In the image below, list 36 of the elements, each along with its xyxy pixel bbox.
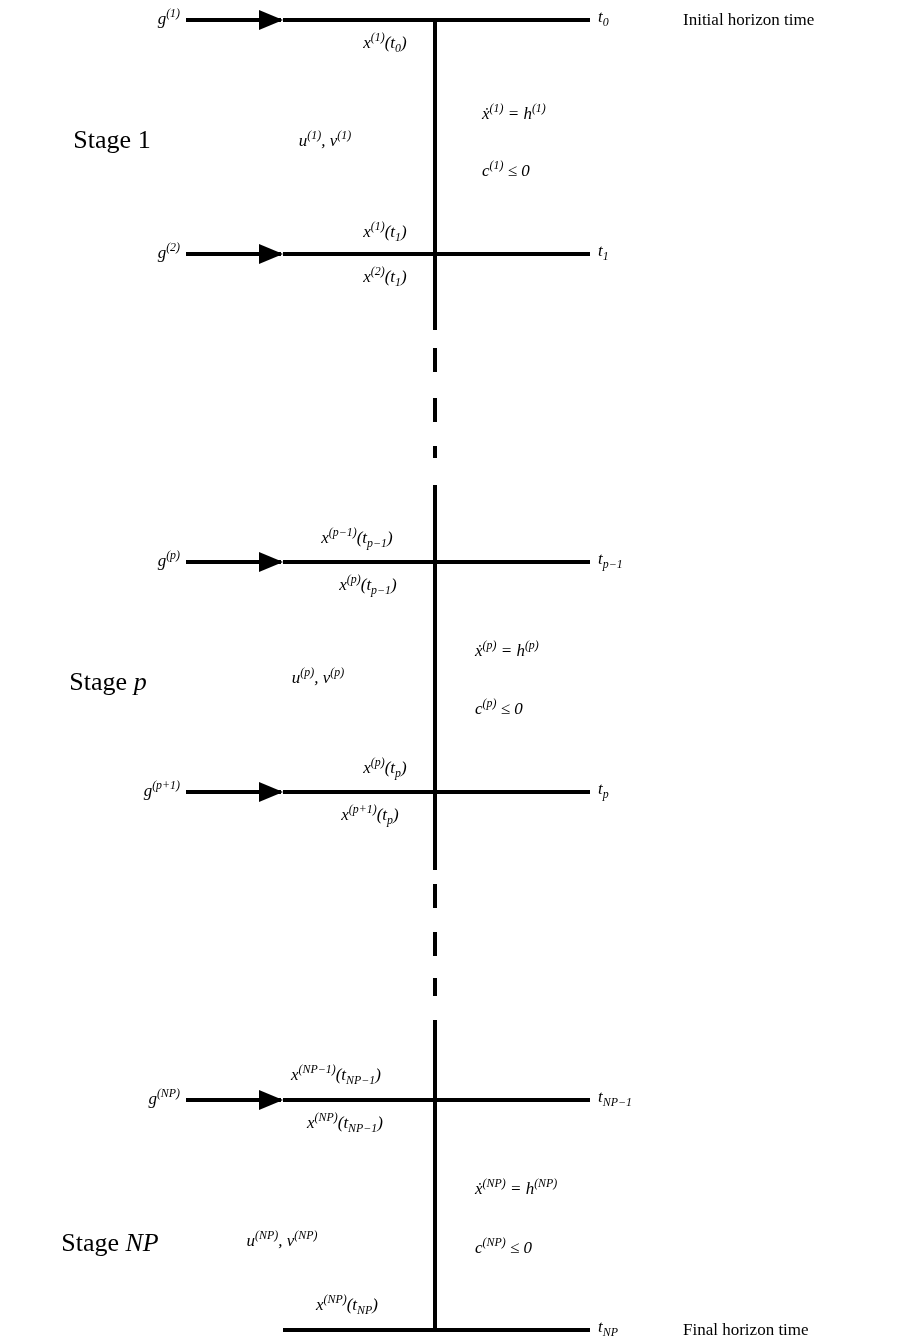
stage-label: Stage NP xyxy=(61,1227,159,1259)
formula-label: x$^{(NP)}$(t$_{NP−1}$) xyxy=(307,1110,383,1136)
formula-label: c$^{(1)}$ ≤ 0 xyxy=(482,158,530,182)
arrow xyxy=(186,10,283,30)
formula-label: x$^{(1)}$(t$_{0}$) xyxy=(363,30,407,56)
stage-label: Stage p xyxy=(69,666,147,698)
formula-label: u$^{(p)}$, v$^{(p)}$ xyxy=(291,665,345,689)
arrow xyxy=(186,244,283,264)
formula-label: x$^{(NP−1)}$(t$_{NP−1}$) xyxy=(291,1062,381,1088)
input-label: g$^{(2)}$ xyxy=(157,240,180,264)
formula-label: ẋ$^{(1)}$ = h$^{(1)}$ xyxy=(482,101,546,125)
formula-label: ẋ$^{(NP)}$ = h$^{(NP)}$ xyxy=(475,1176,558,1200)
formula-label: c$^{(NP)}$ ≤ 0 xyxy=(475,1235,532,1259)
input-label: g$^{(p+1)}$ xyxy=(143,778,180,802)
time-label: t$_{p}$ xyxy=(598,779,609,803)
arrow xyxy=(186,552,283,572)
time-label: t$_{NP−1}$ xyxy=(598,1087,632,1111)
formula-label: u$^{(1)}$, v$^{(1)}$ xyxy=(298,128,352,152)
arrow xyxy=(186,1090,283,1110)
note-text: Initial horizon time xyxy=(683,9,815,31)
time-label: t$_{0}$ xyxy=(598,7,609,31)
formula-label: c$^{(p)}$ ≤ 0 xyxy=(475,696,523,720)
formula-label: x$^{(NP)}$(t$_{NP}$) xyxy=(316,1292,378,1318)
input-label: g$^{(NP)}$ xyxy=(148,1086,180,1110)
formula-label: x$^{(1)}$(t$_{1}$) xyxy=(363,219,407,245)
formula-label: x$^{(2)}$(t$_{1}$) xyxy=(363,264,407,290)
input-label: g$^{(p)}$ xyxy=(157,548,180,572)
input-label: g$^{(1)}$ xyxy=(157,6,180,30)
time-label: t$_{1}$ xyxy=(598,241,609,265)
formula-label: u$^{(NP)}$, v$^{(NP)}$ xyxy=(246,1228,318,1252)
time-label: t$_{p−1}$ xyxy=(598,549,623,573)
time-label: t$_{NP}$ xyxy=(598,1317,618,1340)
arrow xyxy=(186,782,283,802)
note-text: Final horizon time xyxy=(683,1319,809,1340)
stage-label: Stage 1 xyxy=(73,124,151,156)
formula-label: ẋ$^{(p)}$ = h$^{(p)}$ xyxy=(475,638,539,662)
